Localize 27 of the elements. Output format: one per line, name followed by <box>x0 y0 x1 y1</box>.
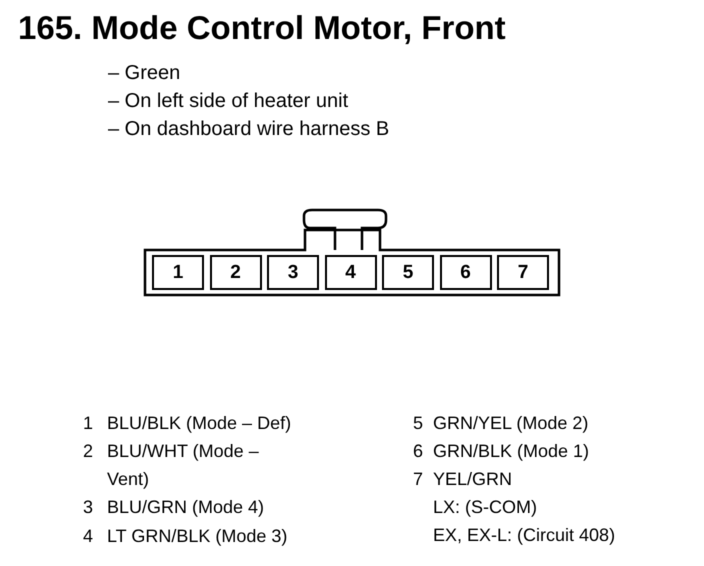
wire-description: GRN/YEL (Mode 2) <box>433 414 588 434</box>
title: 165. Mode Control Motor, Front <box>18 10 506 46</box>
pin-cell: 7 <box>497 255 549 290</box>
pin-cell: 5 <box>382 255 434 290</box>
note-text: – On dashboard wire harness B <box>108 118 390 140</box>
variant-note: LX: (S-COM) <box>433 498 538 518</box>
wire-description: GRN/BLK (Mode 1) <box>433 442 590 462</box>
pin-cell: 4 <box>324 255 376 290</box>
pin-number: 2 <box>83 442 94 462</box>
note-text: – Green <box>108 62 180 84</box>
wire-description: BLU/BLK (Mode – Def) <box>107 414 292 434</box>
pin-number: 5 <box>413 414 424 434</box>
wire-description: BLU/WHT (Mode – Vent) <box>107 440 260 491</box>
pin-cell: 6 <box>440 255 492 290</box>
pin-number: 1 <box>83 414 94 434</box>
pin-number: 3 <box>83 498 94 518</box>
pin-cell: 1 <box>152 255 204 290</box>
pin-number: 6 <box>413 442 424 462</box>
variant-note: EX, EX-L: (Circuit 408) <box>433 526 616 546</box>
wire-description: BLU/GRN (Mode 4) <box>107 498 264 518</box>
note-text: – On left side of heater unit <box>108 90 348 112</box>
pin-cell: 2 <box>210 255 262 290</box>
pin-cell: 3 <box>267 255 319 290</box>
wire-description: LT GRN/BLK (Mode 3) <box>107 527 288 547</box>
pin-number: 4 <box>83 527 94 547</box>
pin-number: 7 <box>413 470 424 490</box>
wire-description: YEL/GRN <box>433 470 512 490</box>
